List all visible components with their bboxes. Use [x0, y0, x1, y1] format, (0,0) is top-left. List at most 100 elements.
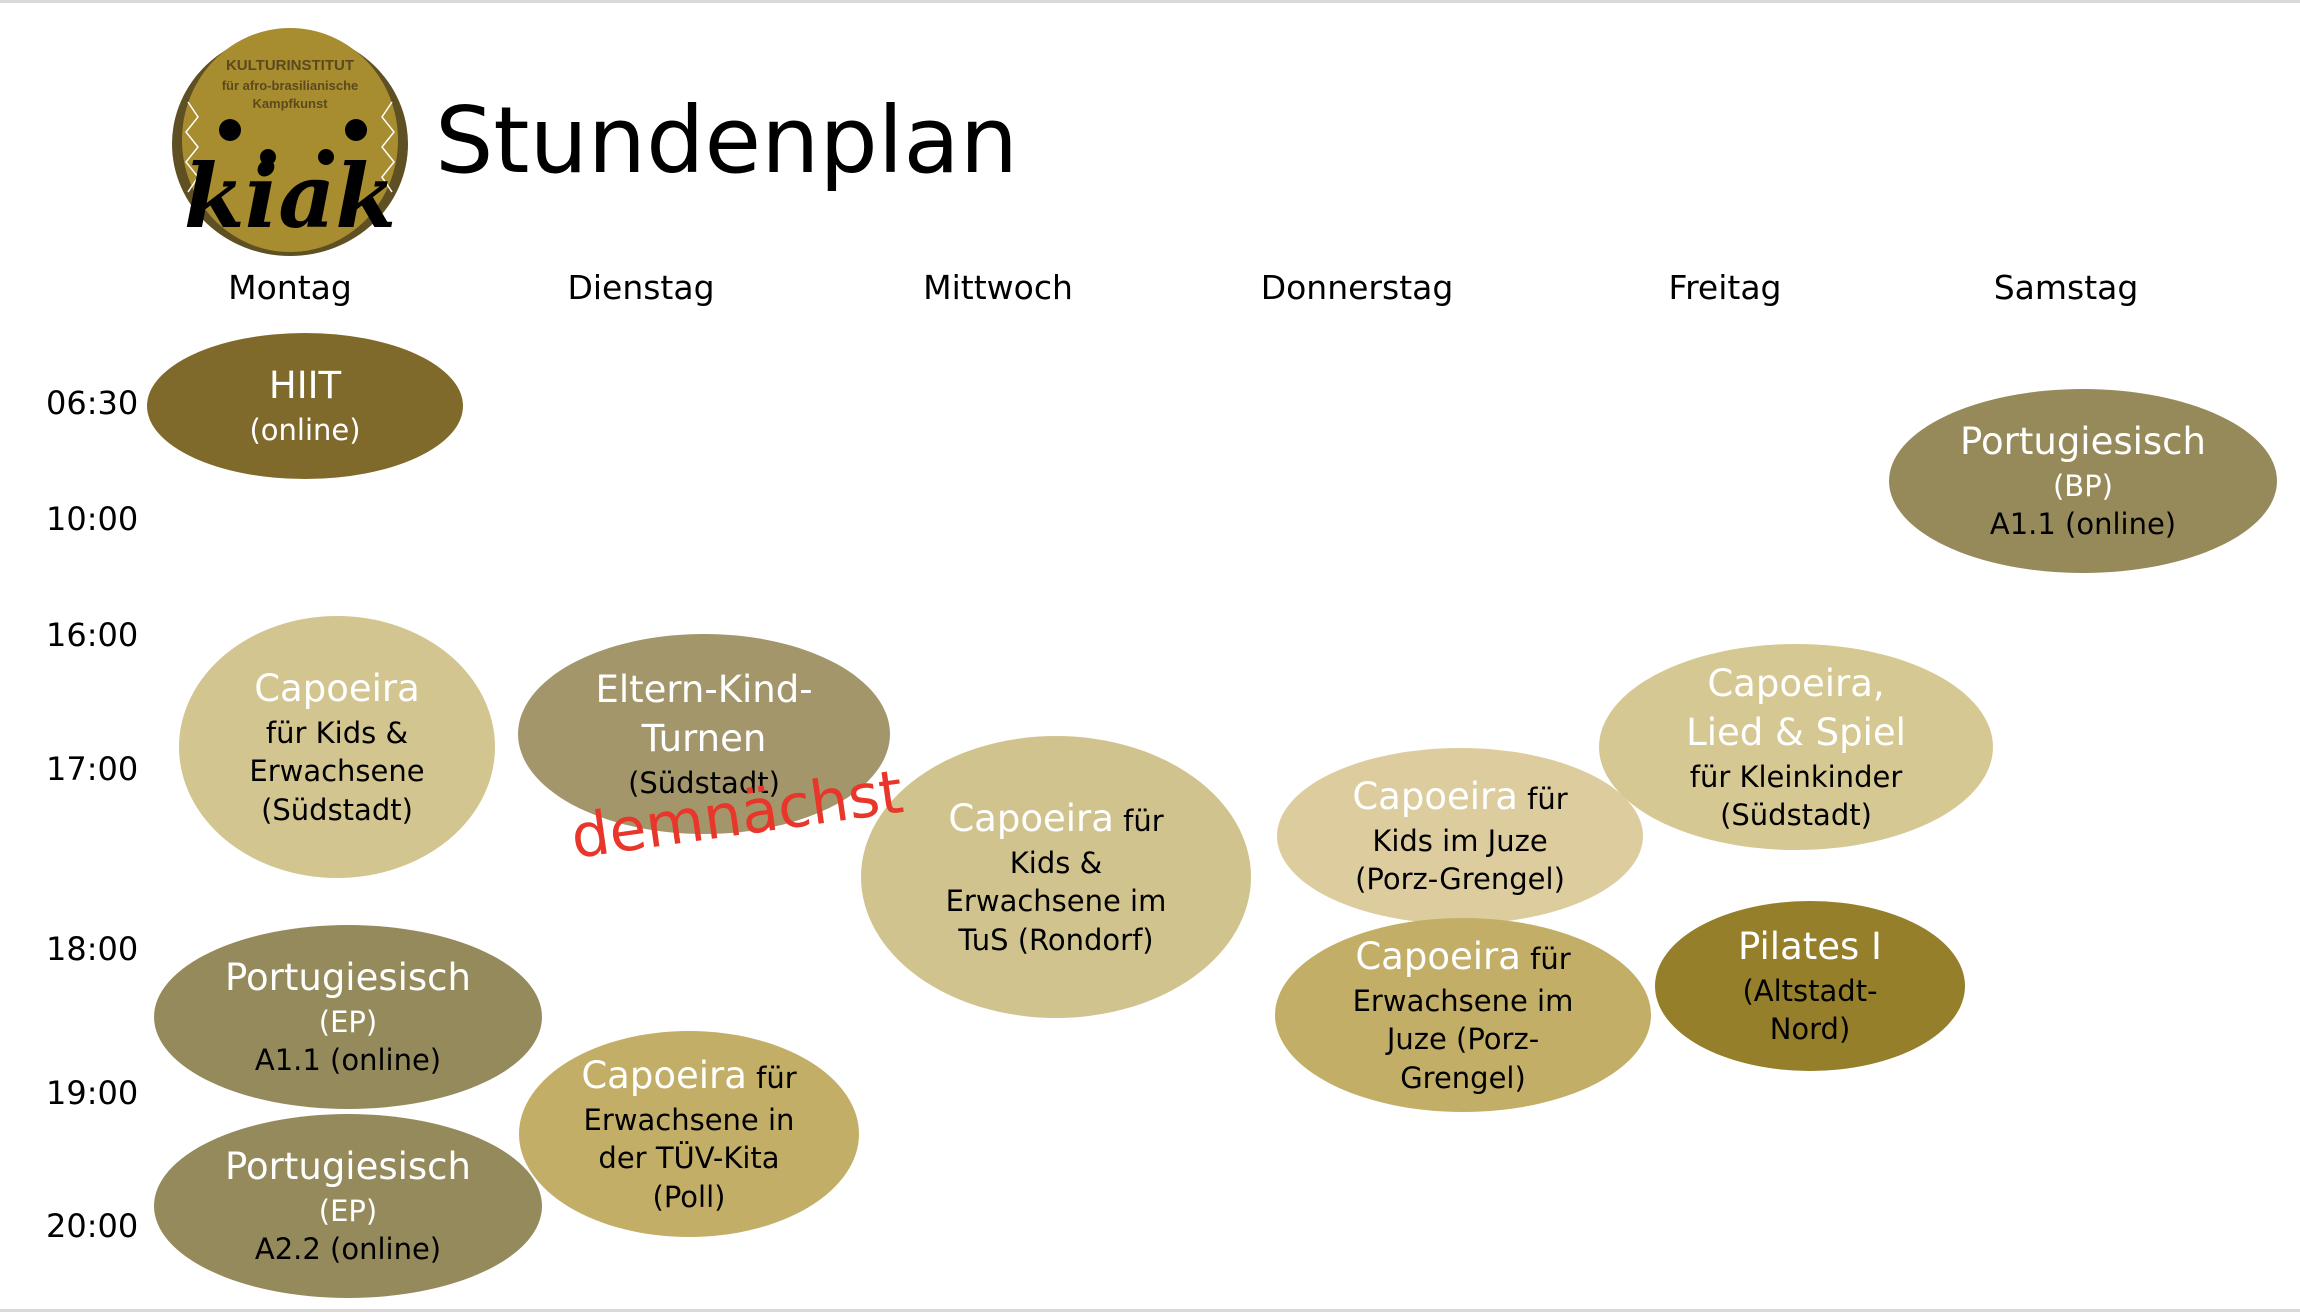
- event-text: A1.1 (online): [254, 1043, 442, 1078]
- time-label: 20:00: [46, 1207, 139, 1245]
- time-label: 18:00: [46, 930, 139, 968]
- event-text: Portugiesisch: [225, 1145, 471, 1189]
- event-text: A1.1 (online): [1989, 507, 2177, 542]
- event-line: A1.1 (online): [255, 1041, 441, 1079]
- event-text: Juze (Porz-: [1386, 1022, 1540, 1057]
- class-event[interactable]: HIIT(online): [147, 333, 463, 479]
- event-text: (EP): [318, 1194, 378, 1229]
- event-line: Kids &: [1010, 844, 1102, 882]
- event-text: Erwachsene in: [583, 1103, 795, 1138]
- event-line: Portugiesisch: [225, 954, 471, 1003]
- day-header-donnerstag: Donnerstag: [1260, 268, 1454, 307]
- event-line: Portugiesisch: [225, 1143, 471, 1192]
- event-text: der TÜV-Kita: [598, 1141, 780, 1176]
- event-line: Juze (Porz-: [1387, 1020, 1539, 1058]
- event-line: TuS (Rondorf): [958, 921, 1153, 959]
- event-line: Capoeira für: [581, 1052, 796, 1101]
- event-line: Erwachsene im: [1353, 982, 1574, 1020]
- kiak-logo: KULTURINSTITUT für afro-brasilianische K…: [172, 28, 408, 256]
- event-text: Capoeira: [581, 1054, 747, 1098]
- event-text: Nord): [1769, 1012, 1851, 1047]
- event-line: Grengel): [1400, 1059, 1526, 1097]
- event-line: für Kleinkinder: [1690, 758, 1903, 796]
- event-text: TuS (Rondorf): [958, 922, 1154, 957]
- event-line: Capoeira: [254, 665, 420, 714]
- day-header-dienstag: Dienstag: [567, 268, 715, 307]
- time-label: 19:00: [46, 1074, 139, 1112]
- event-line: Portugiesisch: [1960, 418, 2206, 467]
- event-text: für Kleinkinder: [1689, 759, 1903, 794]
- event-line: (online): [249, 411, 360, 449]
- event-text: für Kids &: [265, 716, 409, 751]
- class-event[interactable]: Pilates I(Altstadt-Nord): [1655, 901, 1965, 1071]
- time-label: 17:00: [46, 750, 139, 788]
- logo-text-3: Kampfkunst: [252, 96, 328, 111]
- event-text: Kids &: [1009, 846, 1103, 881]
- top-border: [0, 0, 2300, 3]
- day-header-freitag: Freitag: [1668, 268, 1782, 307]
- class-event[interactable]: Portugiesisch(BP)A1.1 (online): [1889, 389, 2277, 573]
- event-text: für: [1517, 782, 1568, 817]
- event-line: (Südstadt): [261, 791, 413, 829]
- event-line: (EP): [319, 1003, 377, 1041]
- event-line: Capoeira für: [1355, 933, 1570, 982]
- logo-text-2: für afro-brasilianische: [222, 78, 359, 93]
- event-line: Erwachsene im: [946, 882, 1167, 920]
- event-text: Erwachsene im: [945, 884, 1167, 919]
- class-event[interactable]: Eltern-Kind-Turnen (Südstadt): [518, 634, 890, 834]
- event-line: Capoeira für: [948, 795, 1163, 844]
- event-text: Capoeira: [948, 797, 1114, 841]
- event-line: für Kids &: [266, 714, 408, 752]
- event-line: (Poll): [653, 1178, 726, 1216]
- event-line: (Südstadt): [1720, 796, 1872, 834]
- event-line: Pilates I: [1738, 923, 1882, 972]
- class-event[interactable]: Portugiesisch (EP)A2.2 (online): [154, 1114, 542, 1298]
- event-text: Capoeira: [1355, 935, 1521, 979]
- event-text: Lied & Spiel: [1686, 710, 1906, 754]
- event-text: Capoeira,: [1707, 661, 1885, 705]
- event-line: (EP): [319, 1192, 377, 1230]
- svg-text:kiak: kiak: [184, 144, 396, 248]
- event-line: Nord): [1770, 1010, 1851, 1048]
- event-text: für: [1113, 804, 1164, 839]
- class-event[interactable]: Capoeira, Lied & Spiel für Kleinkinder(Süd…: [1599, 644, 1993, 850]
- event-line: Capoeira,: [1707, 660, 1884, 709]
- event-line: Erwachsene in: [584, 1101, 795, 1139]
- event-text: Pilates I: [1738, 925, 1882, 969]
- event-line: (Altstadt-: [1742, 972, 1877, 1010]
- event-line: A2.2 (online): [255, 1230, 441, 1268]
- event-line: Lied & Spiel: [1686, 709, 1906, 758]
- bottom-border: [0, 1309, 2300, 1312]
- event-line: Erwachsene: [249, 752, 424, 790]
- event-line: (Porz-Grengel): [1355, 860, 1565, 898]
- event-text: Portugiesisch: [225, 956, 471, 1000]
- event-line: Kids im Juze: [1372, 822, 1547, 860]
- class-event[interactable]: Portugiesisch (EP)A1.1 (online): [154, 925, 542, 1109]
- event-text: A2.2 (online): [254, 1232, 442, 1267]
- day-header-samstag: Samstag: [1993, 268, 2139, 307]
- day-header-montag: Montag: [228, 268, 352, 307]
- event-line: (Südstadt): [628, 764, 780, 802]
- event-line: (BP): [2053, 467, 2113, 505]
- event-text: für: [1520, 942, 1571, 977]
- event-text: (BP): [2052, 469, 2113, 504]
- event-text: (Poll): [652, 1179, 726, 1214]
- event-text: (Südstadt): [1720, 797, 1872, 832]
- event-line: A1.1 (online): [1990, 505, 2176, 543]
- event-text: Erwachsene: [249, 754, 425, 789]
- event-text: HIIT: [268, 364, 342, 408]
- event-text: Kids im Juze: [1372, 824, 1548, 859]
- event-line: Turnen: [642, 715, 767, 764]
- event-text: Erwachsene im: [1352, 984, 1574, 1019]
- event-line: Capoeira für: [1352, 773, 1567, 822]
- event-text: Capoeira: [1352, 775, 1518, 819]
- event-text: (EP): [318, 1005, 378, 1040]
- event-line: Eltern-Kind-: [595, 666, 812, 715]
- event-text: Turnen: [641, 716, 767, 760]
- event-text: (Porz-Grengel): [1355, 862, 1565, 897]
